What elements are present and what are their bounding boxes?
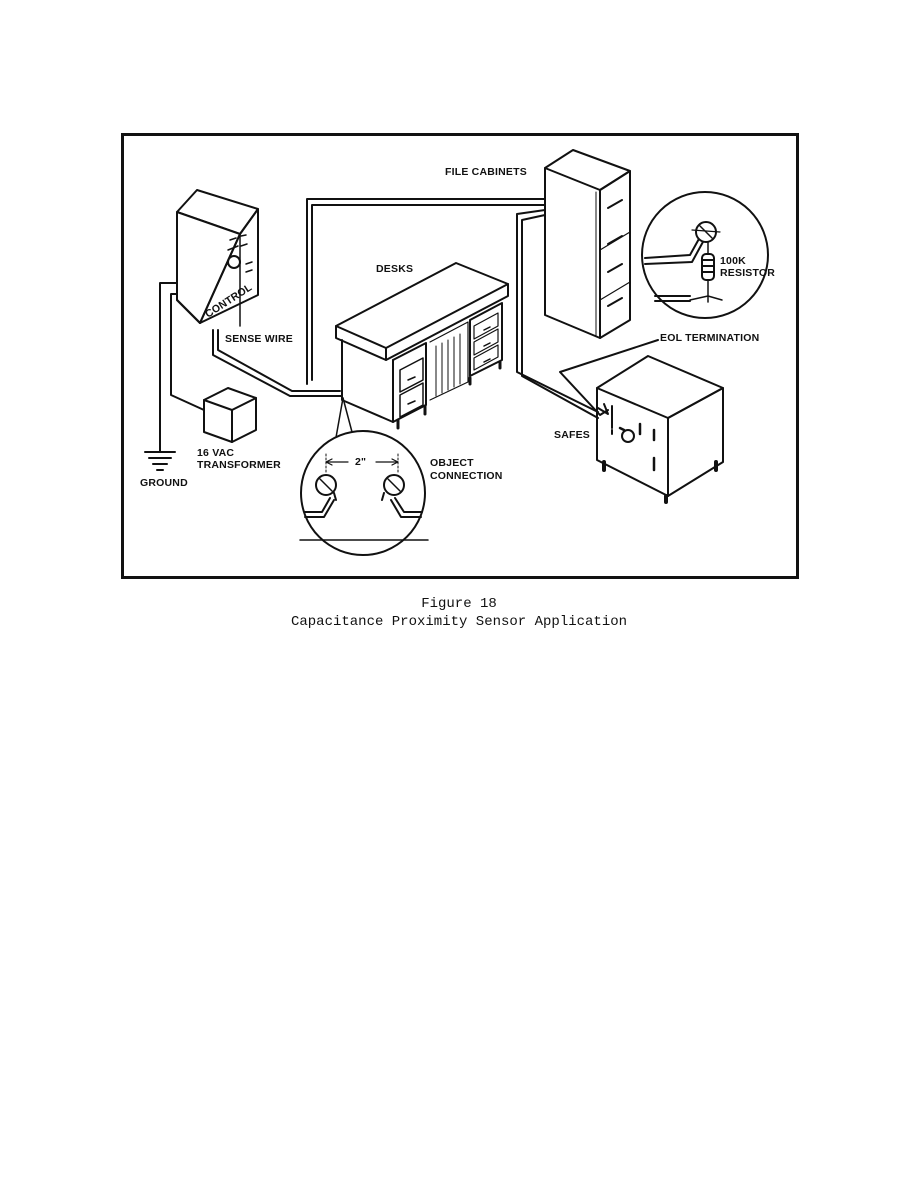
figure-number: Figure 18 [421,596,497,612]
safes-label: SAFES [554,429,590,441]
resistor-value-label: 100K [720,255,746,267]
desk [335,262,509,430]
file-cabinets-label: FILE CABINETS [445,166,527,178]
eol-termination-label: EOL TERMINATION [660,332,759,344]
resistor-word-label: RESISTOR [720,267,775,279]
control-box [176,189,259,327]
object-label: OBJECT [430,457,474,469]
transformer-wire [170,293,205,411]
transformer-box [203,387,257,443]
sense-wire-label: SENSE WIRE [225,333,293,345]
transformer-word-label: TRANSFORMER [197,459,281,471]
eol-arrow [559,339,659,416]
ground-label: GROUND [140,477,188,489]
file-cabinet [544,149,631,339]
desks-label: DESKS [376,263,413,275]
safe [596,355,724,504]
spacing-label: 2" [355,456,366,468]
connection-label: CONNECTION [430,470,503,482]
ground-wire [144,282,178,471]
sense-wire [212,198,599,419]
eol-termination-detail [641,191,769,319]
transformer-volts-label: 16 VAC [197,447,234,459]
figure-title: Capacitance Proximity Sensor Application [290,614,628,630]
object-connection-detail [299,397,429,556]
